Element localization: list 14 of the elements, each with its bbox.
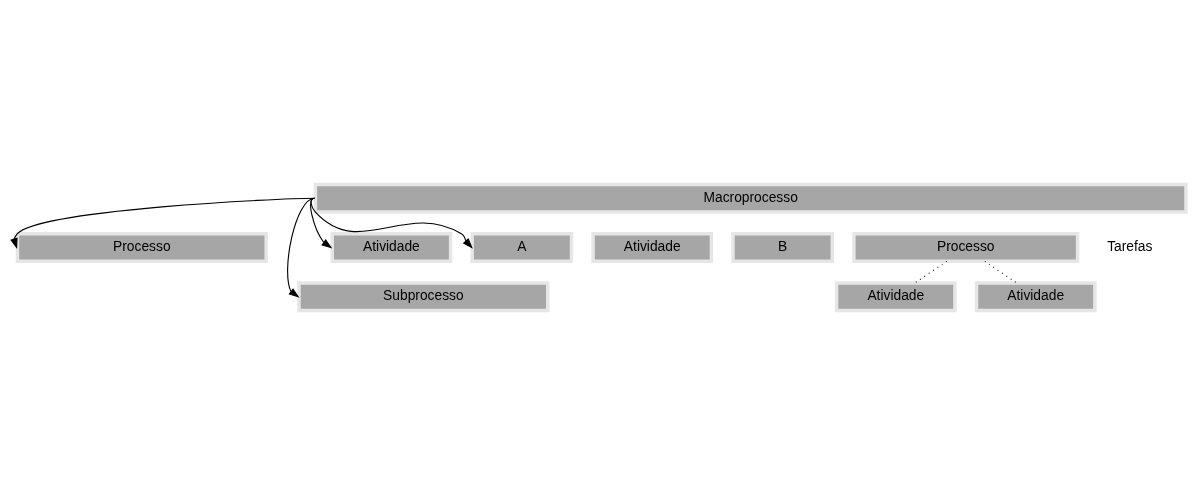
node-box: Macroprocesso — [313, 182, 1188, 214]
arrow — [310, 197, 473, 249]
label: Tarefas — [1107, 237, 1153, 254]
node-box: Atividade — [591, 231, 714, 264]
node-box: A — [470, 231, 574, 264]
node-box: Subprocesso — [297, 281, 550, 313]
node-box: Atividade — [330, 231, 453, 264]
node-box: Atividade — [974, 281, 1097, 313]
connector — [914, 260, 948, 284]
node-box: Atividade — [834, 281, 957, 313]
node-box: B — [731, 231, 835, 264]
node-box: Processo — [15, 231, 268, 264]
node-box: Processo — [852, 231, 1080, 264]
connector — [984, 260, 1018, 284]
